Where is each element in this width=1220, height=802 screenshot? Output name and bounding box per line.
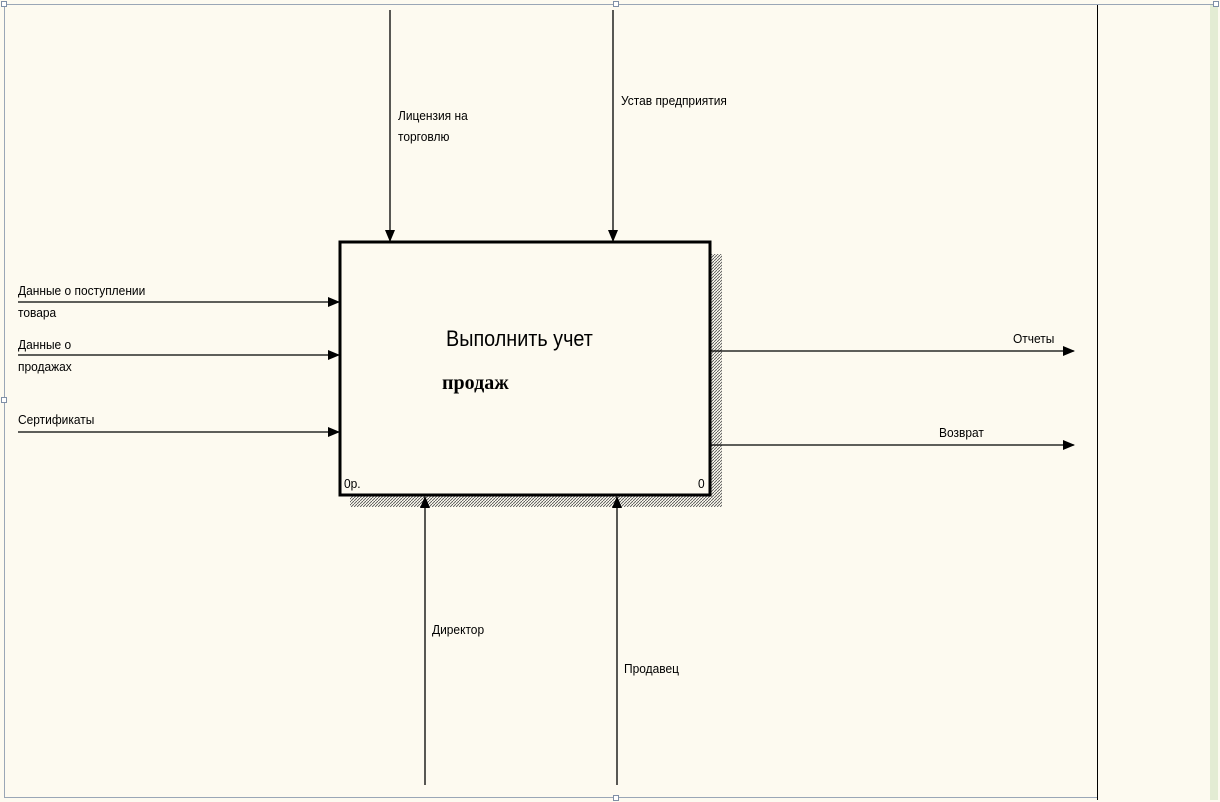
resize-handle-top-center[interactable] (613, 1, 619, 7)
resize-handle-top-right[interactable] (1213, 1, 1219, 7)
output-label-returns[interactable]: Возврат (939, 425, 984, 440)
output-label-reports[interactable]: Отчеты (1013, 331, 1055, 346)
input-label-certificates[interactable]: Сертификаты (18, 412, 95, 427)
input-label-sales-line1[interactable]: Данные о (18, 337, 72, 352)
resize-handle-top-left[interactable] (1, 1, 7, 7)
right-margin-panel (1097, 5, 1210, 800)
input-label-sales-line2[interactable]: продажах (18, 359, 72, 374)
input-label-receipts-line1[interactable]: Данные о поступлении (18, 283, 146, 298)
activity-cost-label: 0р. (344, 476, 361, 491)
activity-node-number: 0 (698, 476, 705, 491)
control-label-license-line2[interactable]: торговлю (398, 129, 450, 144)
control-label-charter[interactable]: Устав предприятия (621, 93, 727, 108)
mechanism-label-director[interactable]: Директор (432, 622, 485, 637)
scrollbar-strip[interactable] (1210, 5, 1218, 800)
resize-handle-bottom-center[interactable] (613, 795, 619, 801)
resize-handle-middle-left[interactable] (1, 397, 7, 403)
activity-shadow-bottom (350, 496, 722, 507)
input-label-receipts-line2[interactable]: товара (18, 305, 57, 320)
activity-box[interactable] (338, 240, 712, 497)
mechanism-label-seller[interactable]: Продавец (624, 661, 679, 676)
control-label-license-line1[interactable]: Лицензия на (398, 108, 468, 123)
activity-shadow-right (711, 254, 722, 506)
activity-title-continuation: продаж (442, 372, 509, 394)
activity-title: Выполнить учет (446, 326, 593, 351)
